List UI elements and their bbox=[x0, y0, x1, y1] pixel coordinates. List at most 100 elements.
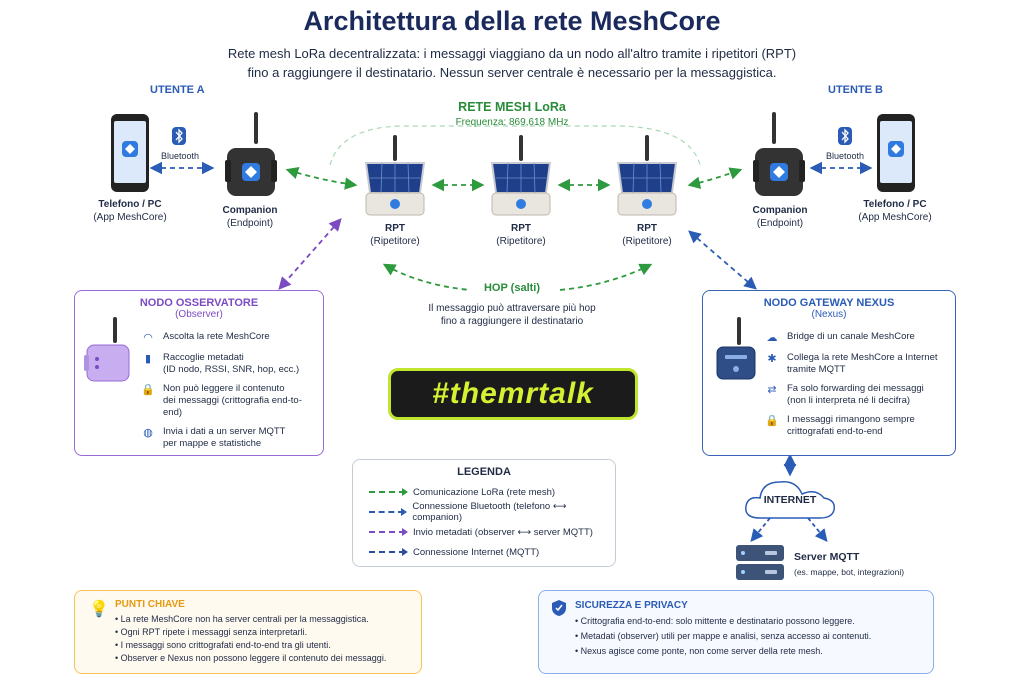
phone-icon bbox=[111, 114, 149, 192]
companion-sub: (Endpoint) bbox=[226, 218, 274, 229]
phone-icon bbox=[877, 114, 915, 192]
gateway-item: ☁ Bridge di un canale MeshCore bbox=[765, 331, 951, 345]
gateway-item-line: (non li interpreta né li decifra) bbox=[787, 395, 911, 406]
key-point: Observer e Nexus non possono leggere il … bbox=[115, 652, 415, 665]
companion-caption-a: Companion (Endpoint) bbox=[200, 204, 300, 230]
repeater-caption: RPT (Ripetitore) bbox=[471, 222, 571, 248]
security-title: SICUREZZA E PRIVACY bbox=[575, 600, 688, 611]
gateway-box: NODO GATEWAY NEXUS (Nexus) ☁ Bridge di u… bbox=[702, 290, 956, 456]
repeater-caption: RPT (Ripetitore) bbox=[597, 222, 697, 248]
phone-caption-b: Telefono / PC (App MeshCore) bbox=[840, 198, 950, 224]
legend-list: Comunicazione LoRa (rete mesh) Connessio… bbox=[353, 478, 615, 562]
hop-text: Il messaggio può attraversare più hop fi… bbox=[400, 302, 624, 328]
companion-caption-b: Companion (Endpoint) bbox=[730, 204, 830, 230]
observer-box: NODO OSSERVATORE (Observer) ◠ Ascolta la… bbox=[74, 290, 324, 456]
repeater-sub: (Ripetitore) bbox=[496, 236, 546, 247]
phone-sub: (App MeshCore) bbox=[93, 212, 167, 223]
companion-title: Companion bbox=[222, 205, 278, 216]
lock-icon: 🔒 bbox=[141, 384, 155, 396]
bluetooth-icon bbox=[838, 127, 852, 150]
gateway-item-line: crittografati end-to-end bbox=[787, 426, 883, 437]
bluetooth-icon bbox=[172, 127, 186, 150]
observer-item: ◠ Ascolta la rete MeshCore bbox=[141, 331, 319, 345]
key-points-list: La rete MeshCore non ha server centrali … bbox=[115, 613, 415, 665]
brand-tag: #themrtalk bbox=[388, 368, 638, 420]
observer-device-icon bbox=[84, 317, 130, 382]
hop-text-line: Il messaggio può attraversare più hop bbox=[428, 303, 596, 314]
repeater-title: RPT bbox=[385, 223, 405, 234]
mesh-frequency: Frequenza: 869,618 MHz bbox=[455, 117, 569, 128]
key-point: I messaggi sono crittografati end-to-end… bbox=[115, 639, 415, 652]
metadata-link bbox=[278, 218, 342, 290]
subtitle-line: fino a raggiungere il destinatario. Ness… bbox=[247, 65, 777, 80]
legend-item: Invio metadati (observer ⟷ server MQTT) bbox=[369, 522, 615, 542]
security-list: Crittografia end-to-end: solo mittente e… bbox=[575, 614, 925, 659]
legend-item: Connessione Internet (MQTT) bbox=[369, 542, 615, 562]
cloud-icon bbox=[745, 481, 836, 519]
hop-title: HOP (salti) bbox=[483, 282, 541, 294]
mesh-arc bbox=[329, 125, 701, 166]
repeater-sub: (Ripetitore) bbox=[622, 236, 672, 247]
observer-title: NODO OSSERVATORE bbox=[139, 297, 259, 309]
mesh-title: RETE MESH LoRa bbox=[458, 100, 566, 114]
security-point: Metadati (observer) utili per mappe e an… bbox=[575, 629, 925, 644]
security-point: Nexus agisce come ponte, non come server… bbox=[575, 644, 925, 659]
key-point: La rete MeshCore non ha server centrali … bbox=[115, 613, 415, 626]
gateway-item-line: I messaggi rimangono sempre bbox=[787, 414, 915, 425]
phone-title: Telefono / PC bbox=[98, 199, 162, 210]
gateway-item: ⇄ Fa solo forwarding dei messaggi(non li… bbox=[765, 383, 951, 407]
observer-item: ▮ Raccoglie metadati(ID nodo, RSSI, SNR,… bbox=[141, 352, 319, 376]
repeater-title: RPT bbox=[511, 223, 531, 234]
observer-item-line: per mappe e statistiche bbox=[163, 438, 262, 449]
server-icon bbox=[736, 545, 784, 580]
repeater-icon bbox=[490, 135, 552, 216]
observer-item-line: Invia i dati a un server MQTT bbox=[163, 426, 286, 437]
lora-link-b bbox=[687, 167, 743, 189]
globe-icon: ◍ bbox=[143, 427, 153, 439]
legend-swatch bbox=[369, 528, 408, 536]
gateway-device-icon bbox=[716, 317, 756, 380]
shield-icon bbox=[552, 600, 566, 616]
legend-title: LEGENDA bbox=[457, 466, 511, 478]
phone-sub: (App MeshCore) bbox=[858, 212, 932, 223]
observer-item-line: Raccoglie metadati bbox=[163, 352, 244, 363]
gateway-item-line: Fa solo forwarding dei messaggi bbox=[787, 383, 924, 394]
observer-item-line: (ID nodo, RSSI, SNR, hop, ecc.) bbox=[163, 364, 300, 375]
repeater-caption: RPT (Ripetitore) bbox=[345, 222, 445, 248]
bars-icon: ▮ bbox=[144, 353, 152, 365]
arrows-icon: ⇄ bbox=[767, 384, 777, 396]
security-box: SICUREZZA E PRIVACY Crittografia end-to-… bbox=[538, 590, 934, 674]
lora-link-a bbox=[285, 166, 358, 190]
observer-sub: (Observer) bbox=[175, 309, 223, 320]
gateway-sub: (Nexus) bbox=[811, 309, 847, 320]
security-point: Crittografia end-to-end: solo mittente e… bbox=[575, 614, 925, 629]
gateway-item-text: Fa solo forwarding dei messaggi(non li i… bbox=[787, 383, 924, 407]
phone-caption-a: Telefono / PC (App MeshCore) bbox=[75, 198, 185, 224]
phone-title: Telefono / PC bbox=[863, 199, 927, 210]
key-points-title: PUNTI CHIAVE bbox=[115, 599, 185, 610]
key-point: Ogni RPT ripete i messaggi senza interpr… bbox=[115, 626, 415, 639]
gateway-item-line: Collega la rete MeshCore a Internet bbox=[787, 352, 938, 363]
legend-label: Connessione Internet (MQTT) bbox=[413, 546, 540, 558]
key-points-box: 💡 PUNTI CHIAVE La rete MeshCore non ha s… bbox=[74, 590, 422, 674]
observer-item-line: dei messaggi (crittografia end-to-end) bbox=[163, 395, 302, 418]
observer-item-line: Non può leggere il contenuto bbox=[163, 383, 285, 394]
repeater-icon bbox=[616, 135, 678, 216]
hop-arc bbox=[382, 263, 471, 291]
legend-label: Comunicazione LoRa (rete mesh) bbox=[413, 486, 556, 498]
bluetooth-label: Bluetooth bbox=[160, 151, 200, 161]
internet-label: INTERNET bbox=[763, 494, 817, 506]
bluetooth-label: Bluetooth bbox=[825, 151, 865, 161]
gateway-item-text: Bridge di un canale MeshCore bbox=[787, 331, 915, 342]
server-title: Server MQTT bbox=[794, 551, 860, 563]
gateway-title: NODO GATEWAY NEXUS bbox=[763, 297, 895, 309]
